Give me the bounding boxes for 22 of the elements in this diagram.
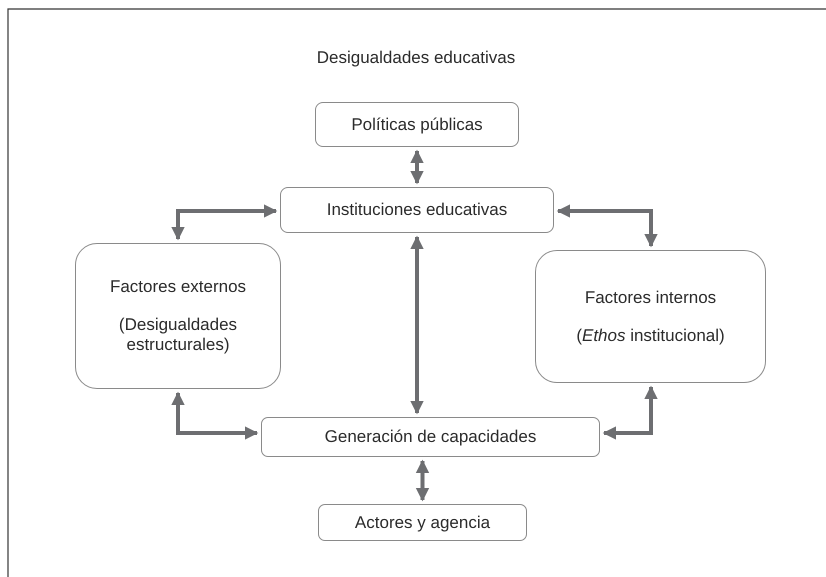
node-subtext: (Desigualdades estructurales) — [118, 315, 238, 355]
rounded-box — [318, 504, 527, 541]
node-label: Factores internos — [584, 288, 716, 308]
rounded-box — [261, 417, 600, 457]
rounded-box — [535, 250, 766, 383]
node-label: Generación de capacidades — [324, 427, 536, 447]
node-label: Actores y agencia — [354, 512, 490, 532]
node-label: Factores externos — [110, 277, 246, 297]
node-subtext: (Ethos institucional) — [576, 326, 725, 346]
double-arrow — [602, 386, 658, 440]
double-arrow — [171, 204, 278, 240]
double-arrow — [171, 392, 258, 440]
rounded-box — [315, 102, 519, 147]
double-arrow — [416, 460, 430, 502]
diagram-title: Desigualdades educativas — [316, 48, 516, 68]
double-arrow — [410, 150, 424, 184]
rounded-box — [280, 187, 554, 233]
double-arrow — [410, 236, 424, 414]
node-label: Políticas públicas — [351, 114, 483, 134]
node-label: Instituciones educativas — [326, 200, 508, 220]
double-arrow — [556, 204, 658, 248]
rounded-box — [75, 243, 281, 389]
